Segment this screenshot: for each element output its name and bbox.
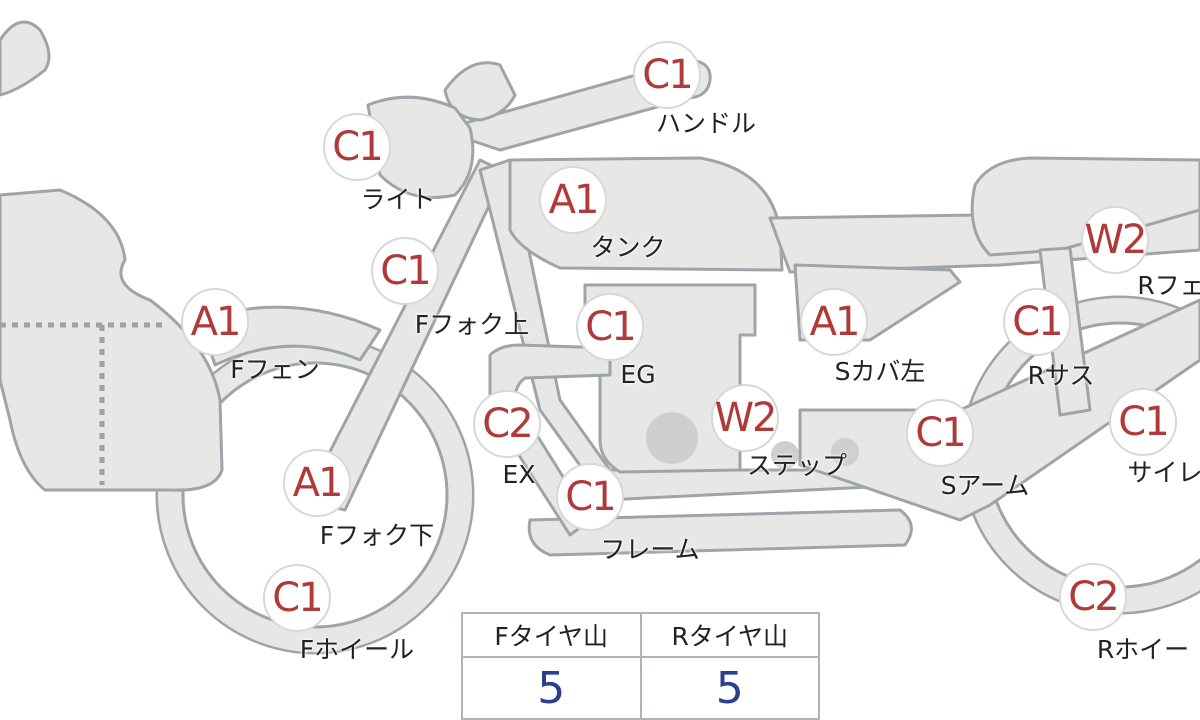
fairing-shape bbox=[0, 188, 224, 492]
grade-f-fork-lower: A1 bbox=[283, 449, 351, 517]
tire-tread-table: Fタイヤ山 Rタイヤ山 5 5 bbox=[461, 612, 820, 720]
grade-exhaust: C2 bbox=[473, 390, 541, 458]
grade-tank: A1 bbox=[539, 166, 607, 234]
grade-step: W2 bbox=[711, 384, 779, 452]
grade-handle: C1 bbox=[633, 41, 701, 109]
grade-f-wheel: C1 bbox=[263, 564, 331, 632]
label-s-arm: Sアーム bbox=[940, 471, 1030, 500]
label-f-fork-upper: Fフォク上 bbox=[414, 310, 530, 339]
label-light: ライト bbox=[360, 185, 436, 214]
front-tire-value: 5 bbox=[461, 656, 642, 720]
label-r-fender: Rフェ bbox=[1137, 271, 1200, 300]
front-tire-header: Fタイヤ山 bbox=[461, 612, 642, 658]
grade-r-suspension: C1 bbox=[1003, 288, 1071, 356]
engine-cover-shape bbox=[646, 412, 698, 464]
label-frame: フレーム bbox=[600, 535, 700, 564]
mirror-shape bbox=[0, 20, 51, 97]
grade-silencer: C1 bbox=[1109, 388, 1177, 456]
label-f-wheel: Fホイール bbox=[299, 635, 415, 664]
label-r-wheel: Rホイー bbox=[1096, 635, 1190, 664]
step-peg-shape bbox=[771, 441, 799, 469]
grade-s-cover-left: A1 bbox=[800, 288, 868, 356]
grade-frame: C1 bbox=[556, 463, 624, 531]
label-exhaust: EX bbox=[502, 460, 536, 489]
label-f-fender: Fフェン bbox=[230, 355, 320, 384]
lower-frame-shape bbox=[527, 508, 913, 557]
tail-shape bbox=[970, 156, 1200, 257]
label-r-suspension: Rサス bbox=[1027, 361, 1095, 390]
fairing-seam bbox=[0, 322, 165, 485]
label-s-cover-left: Sカバ左 bbox=[834, 357, 926, 386]
grade-f-fork-upper: C1 bbox=[371, 237, 439, 305]
label-silencer: サイレ bbox=[1127, 458, 1200, 487]
rear-tire-header: Rタイヤ山 bbox=[639, 612, 820, 658]
grade-engine: C1 bbox=[576, 293, 644, 361]
label-engine: EG bbox=[620, 360, 656, 389]
step-peg-shape-2 bbox=[831, 438, 859, 466]
label-handle: ハンドル bbox=[655, 109, 757, 138]
rear-tire-value: 5 bbox=[639, 656, 820, 720]
grade-light: C1 bbox=[323, 113, 391, 181]
label-f-fork-lower: Fフォク下 bbox=[319, 521, 435, 550]
grade-r-fender: W2 bbox=[1081, 206, 1149, 274]
swingarm-shape bbox=[798, 298, 1200, 522]
grade-r-wheel: C2 bbox=[1059, 563, 1127, 631]
grade-s-arm: C1 bbox=[906, 399, 974, 467]
grade-f-fender: A1 bbox=[181, 288, 249, 356]
label-tank: タンク bbox=[590, 233, 666, 262]
label-step: ステップ bbox=[746, 451, 848, 480]
headlight-shape bbox=[366, 95, 475, 199]
